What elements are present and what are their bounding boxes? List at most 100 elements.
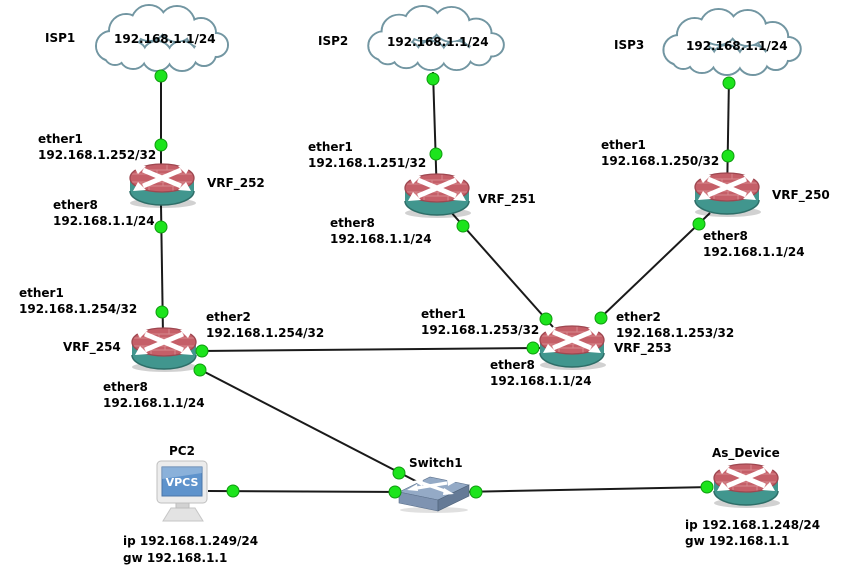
node-label-isp1: ISP1 bbox=[45, 30, 75, 46]
pc-screen-text: VPCS bbox=[166, 476, 199, 489]
interface-address: 192.168.1.1/24 bbox=[490, 374, 592, 388]
connection-dot bbox=[154, 69, 168, 83]
node-label-text: VRF_253 bbox=[614, 341, 672, 355]
connection-dot bbox=[193, 363, 207, 377]
interface-address: 192.168.1.250/32 bbox=[601, 154, 720, 168]
interface-label-vrf252-ether1: ether1 192.168.1.252/32 bbox=[38, 131, 156, 163]
connection-dot bbox=[721, 149, 735, 163]
interface-address: 192.168.1.254/32 bbox=[19, 302, 138, 316]
interface-name: ether2 bbox=[206, 310, 251, 324]
cloud-subnet-text: 192.168.1.1/24 bbox=[114, 32, 216, 46]
cloud-subnet-isp1: 192.168.1.1/24 bbox=[114, 31, 216, 47]
node-label-text: PC2 bbox=[169, 444, 195, 458]
router-as-device[interactable] bbox=[711, 461, 781, 513]
interface-address: 192.168.1.1/24 bbox=[703, 245, 805, 259]
interface-label-vrf251-ether8: ether8 192.168.1.1/24 bbox=[330, 215, 432, 247]
interface-label-vrf251-ether1: ether1 192.168.1.251/32 bbox=[308, 139, 426, 171]
node-label-text: VRF_251 bbox=[478, 192, 536, 206]
connection-dot bbox=[526, 341, 540, 355]
router-vrf-254[interactable] bbox=[129, 325, 199, 377]
router-vrf-250[interactable] bbox=[692, 170, 762, 222]
interface-label-vrf254-ether8: ether8 192.168.1.1/24 bbox=[103, 379, 205, 411]
interface-address: 192.168.1.254/32 bbox=[206, 326, 325, 340]
switch-switch1[interactable] bbox=[396, 470, 472, 517]
interface-label-vrf250-ether8: ether8 192.168.1.1/24 bbox=[703, 228, 805, 260]
connection-dot bbox=[539, 312, 553, 326]
switch-icon bbox=[397, 475, 471, 515]
node-label-switch1: Switch1 bbox=[409, 455, 463, 471]
node-label-as-device: As_Device bbox=[712, 445, 780, 461]
host-config-as-device: ip 192.168.1.248/24 gw 192.168.1.1 bbox=[685, 517, 820, 549]
link-line bbox=[595, 212, 711, 323]
node-label-vrf-253: VRF_253 bbox=[614, 340, 672, 356]
router-icon bbox=[711, 461, 781, 509]
link-line bbox=[207, 490, 401, 493]
node-label-isp3: ISP3 bbox=[614, 37, 644, 53]
connection-dot bbox=[154, 138, 168, 152]
interface-label-vrf253-ether8: ether8 192.168.1.1/24 bbox=[490, 357, 592, 389]
connection-dot bbox=[594, 311, 608, 325]
link-line bbox=[459, 486, 713, 493]
node-label-text: ISP1 bbox=[45, 31, 76, 45]
interface-address: 192.168.1.1/24 bbox=[53, 214, 155, 228]
interface-name: ether8 bbox=[703, 229, 748, 243]
pc-icon: VPCS bbox=[156, 460, 208, 522]
cloud-subnet-text: 192.168.1.1/24 bbox=[686, 39, 788, 53]
pc-pc2[interactable]: VPCS bbox=[155, 459, 211, 527]
cloud-subnet-isp2: 192.168.1.1/24 bbox=[387, 34, 489, 50]
connection-dot bbox=[426, 72, 440, 86]
node-label-pc2: PC2 bbox=[169, 443, 195, 459]
node-label-text: VRF_250 bbox=[772, 188, 830, 202]
connection-dot bbox=[155, 305, 169, 319]
connection-dot bbox=[692, 217, 706, 231]
node-label-vrf-250: VRF_250 bbox=[772, 187, 830, 203]
node-label-vrf-252: VRF_252 bbox=[207, 175, 265, 191]
interface-label-vrf253-ether1: ether1 192.168.1.253/32 bbox=[421, 306, 539, 338]
cloud-subnet-isp3: 192.168.1.1/24 bbox=[686, 38, 788, 54]
node-label-text: ISP3 bbox=[614, 38, 645, 52]
connection-dot bbox=[456, 219, 470, 233]
connection-dot bbox=[226, 484, 240, 498]
connection-dot bbox=[722, 76, 736, 90]
node-label-text: VRF_254 bbox=[63, 340, 121, 354]
connection-dot bbox=[429, 147, 443, 161]
interface-name: ether8 bbox=[103, 380, 148, 394]
interface-address: 192.168.1.251/32 bbox=[308, 156, 427, 170]
interface-name: ether8 bbox=[490, 358, 535, 372]
interface-address: 192.168.1.1/24 bbox=[103, 396, 205, 410]
interface-name: ether1 bbox=[601, 138, 646, 152]
connection-dot bbox=[700, 480, 714, 494]
router-icon bbox=[402, 171, 472, 219]
connection-dot bbox=[392, 466, 406, 480]
interface-name: ether1 bbox=[38, 132, 83, 146]
interface-label-vrf250-ether1: ether1 192.168.1.250/32 bbox=[601, 137, 719, 169]
interface-name: ether2 bbox=[616, 310, 661, 324]
connection-dot bbox=[154, 220, 168, 234]
interface-name: ether8 bbox=[53, 198, 98, 212]
interface-label-vrf252-ether8: ether8 192.168.1.1/24 bbox=[53, 197, 155, 229]
host-gateway-text: gw 192.168.1.1 bbox=[685, 534, 790, 548]
node-label-vrf-251: VRF_251 bbox=[478, 191, 536, 207]
interface-label-vrf254-ether2: ether2 192.168.1.254/32 bbox=[206, 309, 324, 341]
node-label-text: VRF_252 bbox=[207, 176, 265, 190]
host-gateway-text: gw 192.168.1.1 bbox=[123, 551, 228, 565]
interface-address: 192.168.1.253/32 bbox=[616, 326, 735, 340]
link-line bbox=[199, 347, 541, 352]
router-icon bbox=[129, 325, 199, 373]
interface-name: ether1 bbox=[19, 286, 64, 300]
connection-dot bbox=[469, 485, 483, 499]
node-label-isp2: ISP2 bbox=[318, 33, 348, 49]
connection-dot bbox=[388, 485, 402, 499]
node-label-text: As_Device bbox=[712, 446, 780, 460]
cloud-subnet-text: 192.168.1.1/24 bbox=[387, 35, 489, 49]
interface-address: 192.168.1.1/24 bbox=[330, 232, 432, 246]
host-ip-text: ip 192.168.1.249/24 bbox=[123, 534, 259, 548]
interface-label-vrf254-ether1: ether1 192.168.1.254/32 bbox=[19, 285, 137, 317]
interface-address: 192.168.1.253/32 bbox=[421, 323, 540, 337]
host-ip-text: ip 192.168.1.248/24 bbox=[685, 518, 821, 532]
node-label-vrf-254: VRF_254 bbox=[63, 339, 121, 355]
interface-label-vrf253-ether2: ether2 192.168.1.253/32 bbox=[616, 309, 734, 341]
router-icon bbox=[692, 170, 762, 218]
node-label-text: Switch1 bbox=[409, 456, 463, 470]
